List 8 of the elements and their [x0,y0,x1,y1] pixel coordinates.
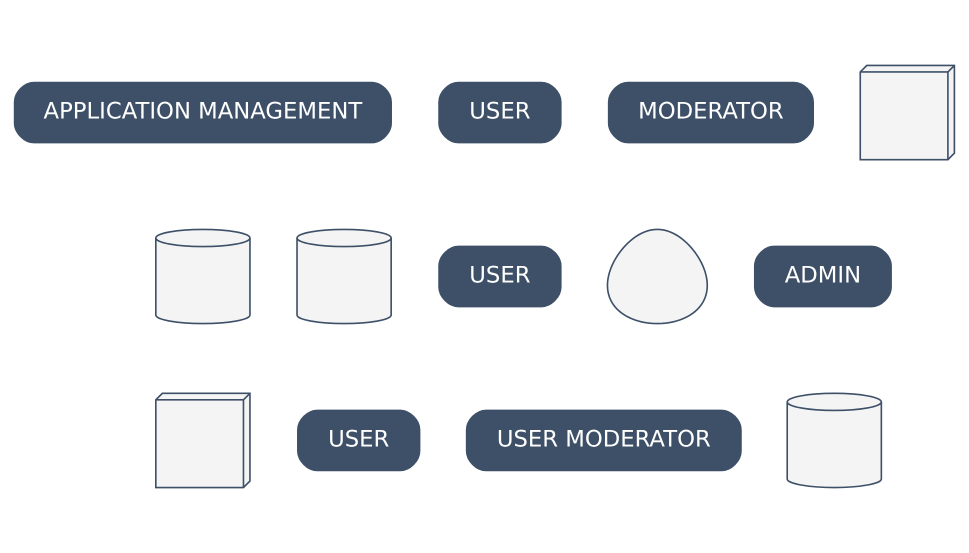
node-box: APPLICATION MANAGEMENT [14,82,392,144]
node-box: MODERATOR [608,82,814,144]
node-box: ADMIN [754,246,892,308]
node-box: USER [297,410,420,472]
node-box: USER MODERATOR [466,410,742,472]
node-person [606,228,708,324]
node-box: USER [438,246,562,308]
node-box: USER [438,82,562,144]
